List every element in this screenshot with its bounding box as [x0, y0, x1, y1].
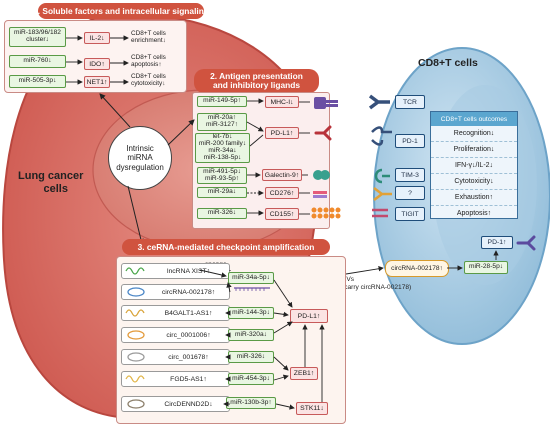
- circrna-icon: [127, 399, 145, 409]
- s1-target-il2: IL-2↓: [84, 32, 110, 44]
- section3-header: 3. ceRNA-mediated checkpoint amplificati…: [122, 239, 330, 255]
- circrna-002178-tcell: circRNA-002178↑: [385, 260, 449, 277]
- receptor-tcr: TCR: [395, 95, 425, 109]
- s1-mirna-2: miR-760↓: [9, 55, 66, 68]
- s3-stk11: STK11↓: [296, 402, 328, 415]
- circ-0001006: circ_0001006↑: [121, 327, 230, 343]
- circ-001678: circ_001678↑: [121, 349, 230, 365]
- cd8-outcome-2: Proliferation↓: [431, 142, 517, 158]
- ligand-cd276: CD276↑: [265, 187, 299, 199]
- ligand-mhc1: MHC-I↓: [265, 96, 299, 108]
- s3-mir-34a: miR-34a-5p↓: [228, 272, 274, 284]
- s2-mirna-326: miR-326↓: [197, 208, 247, 219]
- ligand-cd155: CD155↑: [265, 208, 299, 220]
- s1-mirna-3: miR-505-3p↓: [9, 75, 66, 88]
- s1-target-ido: IDO↑: [84, 58, 110, 70]
- ligand-pdl1: PD-L1↑: [265, 127, 299, 139]
- tcr-icon: [368, 94, 390, 110]
- cancer-surface-ligands: [311, 97, 341, 219]
- cd8-outcome-4: Cytotoxicity↓: [431, 174, 517, 190]
- lncrna-icon: [125, 309, 145, 317]
- receptor-pd1: PD-1: [395, 134, 425, 148]
- s3-zeb1: ZEB1↑: [290, 367, 318, 380]
- pdl1-icon: [314, 125, 332, 141]
- pd1-upregulated: PD-1↑: [481, 236, 513, 249]
- receptor-tigit: TIGIT: [395, 207, 425, 221]
- circrna-002178: circRNA-002178↑: [121, 284, 230, 300]
- intrinsic-dysregulation-node: Intrinsic miRNA dysregulation: [108, 126, 172, 190]
- s3-mir-326: miR-326↓: [228, 351, 274, 363]
- pd1-receptor-icon: [516, 235, 536, 251]
- circrna-icon: [127, 287, 145, 297]
- ligand-galectin9: Galectin-9↑: [262, 169, 302, 181]
- s1-target-net1: NET1↑: [84, 76, 110, 88]
- lncrna-b4galt1-as1: B4GALT1-AS1↑: [121, 305, 230, 321]
- s2-mirna-20a: miR-20a↑ miR-3127↑: [197, 113, 247, 131]
- lncrna-icon: [125, 267, 145, 275]
- cd8-outcome-5: Exhaustion↑: [431, 190, 517, 206]
- pd1-icon: [371, 126, 392, 146]
- s2-mirna-29a: miR-29a↓: [197, 187, 247, 198]
- lncrna-xist: lncRNA XIST↑: [121, 263, 230, 279]
- cd8-outcome-1: Recognition↓: [431, 126, 517, 142]
- s1-outcome-2: CD8+T cells apoptosis↑: [131, 54, 166, 68]
- t-surface-receptors: [368, 94, 392, 218]
- s2-mirna-491: miR-491-5p↓ miR-93-5p↑: [197, 167, 247, 184]
- s3-mir-454: miR-454-3p↓: [228, 373, 274, 385]
- evs-label: EVs (carry circRNA-002178): [342, 276, 412, 291]
- section2-header: 2. Antigen presentation and inhibitory l…: [194, 69, 319, 93]
- mhc1-icon: [314, 97, 338, 109]
- tim3-icon: [374, 168, 383, 184]
- cd155-icon: [311, 207, 341, 219]
- lncrna-icon: [125, 375, 145, 383]
- cd8-title: CD8+T cells: [418, 57, 478, 69]
- circrna-icon: [127, 330, 145, 340]
- galectin9-icon: [313, 170, 330, 180]
- s1-mirna-1: miR-183/96/182 cluster↓: [9, 27, 66, 47]
- s1-outcome-3: CD8+T cells cytotoxicity↓: [131, 73, 166, 87]
- cd8-outcome-3: IFN-γ↓/IL-2↓: [431, 158, 517, 174]
- cd8-outcomes-title: CD8+T cells outcomes: [431, 112, 517, 126]
- section1-header: 1. Soluble factors and intracellular sig…: [33, 3, 209, 19]
- s2-mirna-let7b: let-7b↓ miR-200 family↓ miR-34a↓ miR-138…: [195, 133, 250, 163]
- s3-pdl1: PD-L1↑: [290, 309, 328, 323]
- unknown-receptor-icon: [373, 187, 392, 201]
- tigit-icon: [372, 208, 388, 218]
- receptor-unknown: ?: [395, 186, 425, 200]
- receptor-tim3: TIM-3: [395, 168, 425, 182]
- s2-mirna-149: miR-149-5p↑: [197, 96, 247, 107]
- mirna-strand-icon: [234, 287, 270, 291]
- cd276-icon: [313, 191, 327, 198]
- mir-28-5p: miR-28-5p↓: [464, 261, 508, 274]
- cd8-outcome-6: Apoptosis↑: [456, 210, 492, 217]
- cd8-outcomes-panel: CD8+T cells outcomes Recognition↓ Prolif…: [430, 111, 518, 219]
- s1-outcome-1: CD8+T cells enrichment↓: [131, 30, 166, 44]
- lung-cancer-label: Lung cancer cells: [18, 170, 84, 196]
- circrna-icon: [127, 352, 145, 362]
